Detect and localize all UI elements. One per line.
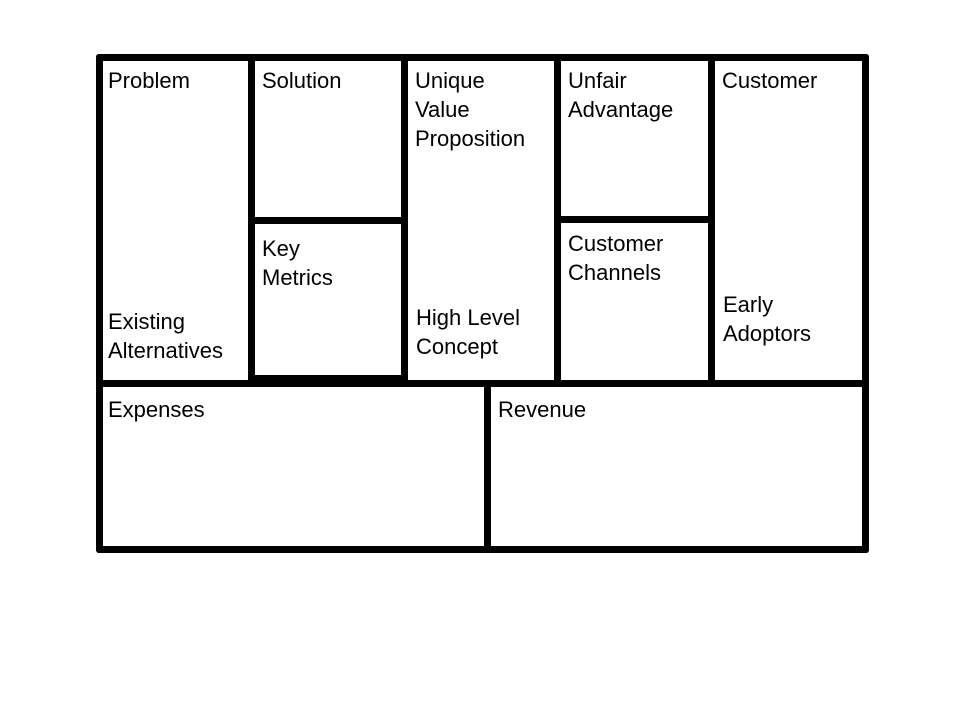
existing-alternatives-label: Existing Alternatives xyxy=(108,309,223,363)
unique-value-proposition-label: Unique Value Proposition xyxy=(415,68,526,151)
customer-channels-label: Customer Channels xyxy=(568,231,664,285)
advantage-channels-divider xyxy=(558,216,712,223)
solution-label: Solution xyxy=(262,68,342,93)
problem-label: Problem xyxy=(108,68,190,93)
revenue-label: Revenue xyxy=(498,397,587,422)
column-divider-3 xyxy=(554,54,561,387)
customer-label: Customer xyxy=(722,68,818,93)
frame-bottom-border xyxy=(96,546,869,553)
column-divider-1 xyxy=(248,54,255,387)
solution-metrics-divider xyxy=(252,217,405,224)
frame-left-border xyxy=(96,54,103,553)
unfair-advantage-label: Unfair Advantage xyxy=(568,68,674,122)
frame-right-border xyxy=(862,54,869,553)
high-level-concept-label: High Level Concept xyxy=(416,305,520,359)
early-adoptors-label: Early Adoptors xyxy=(723,292,812,346)
expenses-label: Expenses xyxy=(108,397,205,422)
expenses-revenue-divider xyxy=(484,384,491,553)
row-divider xyxy=(96,380,869,387)
metrics-bottom-divider xyxy=(252,375,405,382)
frame-top-border xyxy=(96,54,869,61)
key-metrics-label: Key Metrics xyxy=(262,236,333,290)
